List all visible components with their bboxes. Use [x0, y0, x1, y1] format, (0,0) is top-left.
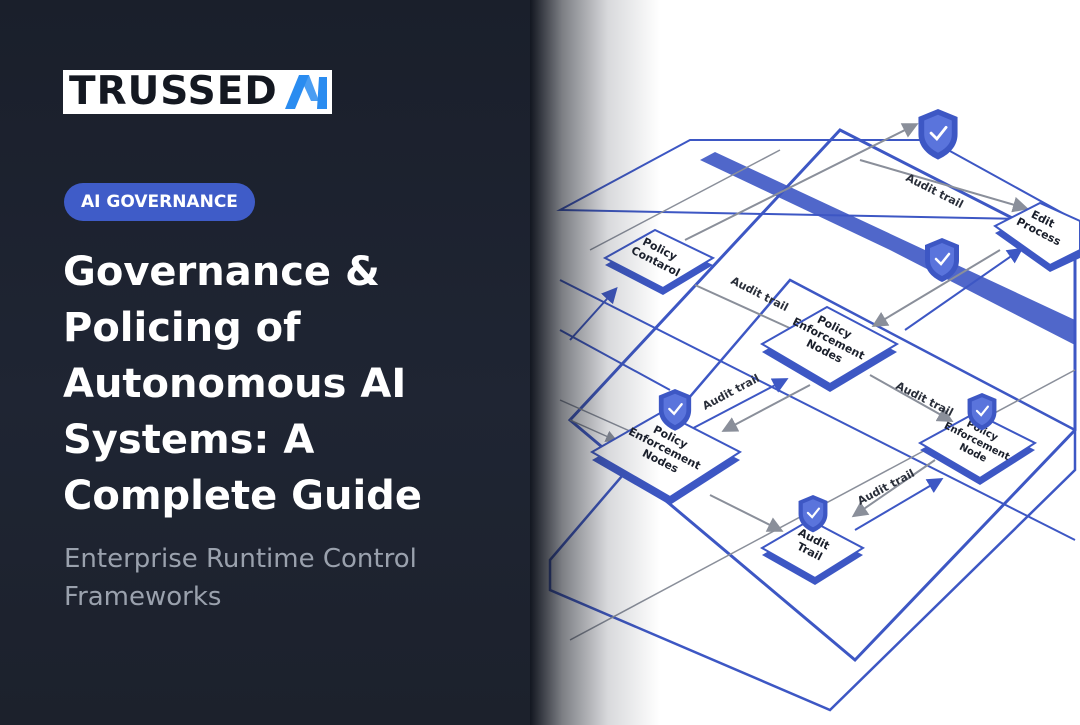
node-policy-enforcement-center[interactable]: Policy Enforcement Nodes	[760, 303, 900, 392]
edge-label: Audit trail	[700, 372, 761, 413]
governance-flow-diagram: Audit trail Audit trail Audit trail Audi…	[548, 107, 1080, 712]
subtitle-line: Enterprise Runtime Control	[64, 544, 417, 574]
diagram-illustration: Audit trail Audit trail Audit trail Audi…	[530, 0, 1080, 725]
logo-wordmark: TRUSSED	[69, 69, 278, 114]
left-panel: TRUSSED AI GOVERNANCE Governance & Polic…	[0, 0, 545, 725]
category-tag[interactable]: AI GOVERNANCE	[64, 183, 255, 221]
page-title: Governance & Policing of Autonomous AI S…	[63, 244, 533, 524]
edge-label: Audit trail	[855, 467, 916, 508]
edge-label: Audit trail	[729, 274, 791, 314]
title-line: Policing of	[63, 305, 301, 351]
brand-logo[interactable]: TRUSSED	[63, 70, 332, 114]
title-line: Autonomous AI	[63, 361, 407, 407]
title-line: Complete Guide	[63, 473, 422, 519]
platform-frames	[548, 128, 1077, 712]
node-edit-process[interactable]: Edit Process	[993, 201, 1080, 272]
node-audit-trail[interactable]: Audit Trail	[759, 518, 866, 585]
subtitle-line: Frameworks	[64, 582, 222, 612]
ai-monogram-icon	[280, 70, 332, 114]
edge-label: Audit trail	[894, 379, 956, 419]
subtitle: Enterprise Runtime Control Frameworks	[64, 540, 504, 616]
node-policy-enforcement-left[interactable]: Policy Enforcement Nodes	[589, 410, 743, 505]
node-policy-enforcement-right[interactable]: Policy Enforcement Node	[917, 410, 1038, 485]
title-line: Governance &	[63, 249, 380, 295]
title-line: Systems: A	[63, 417, 315, 463]
